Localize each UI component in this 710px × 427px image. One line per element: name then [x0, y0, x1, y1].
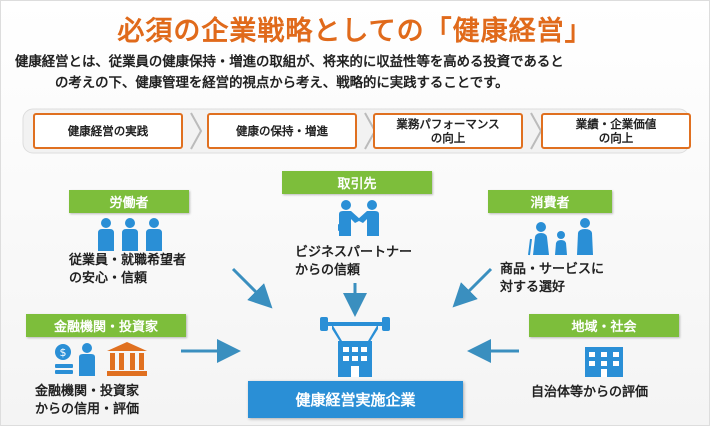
partners-text-2: からの信頼 [295, 263, 361, 278]
partners-text: ビジネスパートナー からの信頼 [295, 244, 412, 280]
partners-text-1: ビジネスパートナー [295, 245, 413, 260]
flow-steps: 健康経営の実践 健康の保持・増進 業務パフォーマンスの向上 業績・企業価値の向上 [22, 108, 691, 154]
description-line-2: の考えの下、健康管理を経営的視点から考え、戦略的に実践することです。 [55, 76, 509, 91]
flow-step-2-text: 健康の保持・増進 [236, 124, 328, 138]
community-text: 自治体等からの評価 [531, 385, 649, 400]
workers-text-2: の安心・信頼 [69, 271, 148, 286]
center-company: 健康経営実施企業 [248, 381, 463, 418]
consumers-text-2: 対する選好 [500, 280, 566, 295]
label-consumers: 消費者 [488, 190, 612, 213]
consumers-text: 商品・サービスに 対する選好 [500, 261, 604, 297]
flow-step-1: 健康経営の実践 [33, 113, 183, 149]
label-partners: 取引先 [282, 171, 432, 194]
label-workers: 労働者 [69, 190, 189, 213]
description: 健康経営とは、従業員の健康保持・増進の取組が、将来的に収益性等を高める投資である… [15, 52, 699, 94]
strong-building-icon [320, 317, 390, 377]
label-community: 地域・社会 [529, 314, 679, 337]
flow-step-4-text-1: 業績・企業価値 [575, 117, 657, 131]
finance-text: 金融機関・投資家 からの信用・評価 [35, 383, 139, 419]
family-icon [528, 218, 593, 256]
workers-icon [98, 218, 162, 251]
flow-step-4-text-2: の向上 [598, 131, 634, 145]
flow-step-3-text-1: 業務パフォーマンス [396, 117, 500, 131]
flow-step-3: 業務パフォーマンスの向上 [373, 113, 523, 149]
arrow-consumers [452, 267, 493, 308]
page-title: 必須の企業戦略としての「健康経営」 [117, 16, 593, 47]
arrow-workers [231, 267, 273, 309]
workers-text-1: 従業員・就職希望者 [69, 253, 187, 268]
finance-text-2: からの信用・評価 [35, 402, 140, 417]
flow-step-1-text: 健康経営の実践 [67, 124, 149, 138]
city-building-icon [585, 347, 623, 377]
workers-text: 従業員・就職希望者 の安心・信頼 [69, 252, 186, 288]
label-finance: 金融機関・投資家 [26, 314, 186, 337]
svg-text:$: $ [60, 346, 67, 359]
money-icon: $ [55, 343, 95, 376]
chevron-right-icon [190, 112, 203, 150]
flow-step-2: 健康の保持・増進 [207, 113, 357, 149]
flow-step-4: 業績・企業価値の向上 [541, 113, 691, 149]
consumers-text-1: 商品・サービスに [500, 262, 605, 277]
handshake-icon [338, 200, 379, 236]
flow-step-3-text-2: の向上 [430, 131, 466, 145]
bank-icon [107, 342, 147, 376]
description-line-1: 健康経営とは、従業員の健康保持・増進の取組が、将来的に収益性等を高める投資である… [15, 55, 564, 70]
finance-text-1: 金融機関・投資家 [35, 384, 140, 399]
